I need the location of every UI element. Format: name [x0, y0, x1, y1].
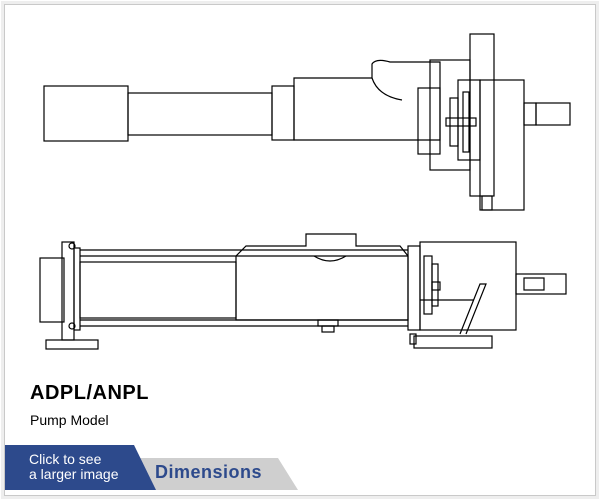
enlarge-image-button[interactable]: Click to see a larger image [29, 452, 139, 482]
product-title: ADPL/ANPL [30, 382, 149, 404]
product-subtitle: Pump Model [30, 412, 109, 428]
pump-top-view-icon [43, 33, 571, 211]
enlarge-label-line2: a larger image [29, 466, 119, 482]
pump-side-view-icon [39, 233, 567, 350]
enlarge-label-line1: Click to see [29, 451, 102, 467]
dimensions-tab[interactable]: Dimensions [155, 462, 263, 482]
pump-drawing[interactable] [0, 0, 600, 370]
